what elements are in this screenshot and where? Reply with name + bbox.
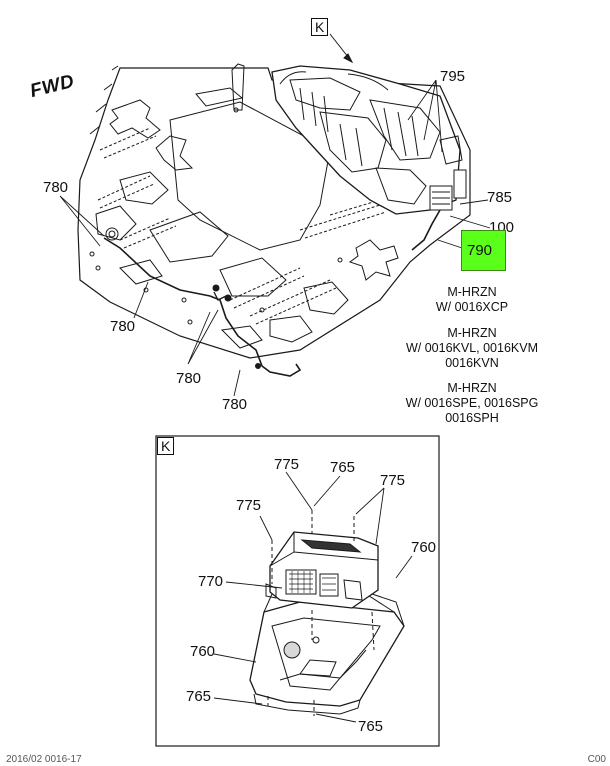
callout-780-a: 780 — [43, 179, 69, 196]
note-line: 0016KVN — [445, 356, 499, 370]
floor-pan-drawing — [59, 33, 491, 397]
callout-770: 770 — [198, 573, 224, 590]
callout-775-c: 775 — [236, 497, 262, 514]
callout-785: 785 — [487, 189, 513, 206]
note-xcp: M-HRZN W/ 0016XCP — [412, 285, 532, 315]
callout-780-d: 780 — [222, 396, 248, 413]
callout-760-a: 760 — [411, 539, 437, 556]
note-line: M-HRZN — [447, 285, 497, 299]
callout-790: 790 — [467, 242, 493, 259]
footer-left: 2016/02 0016-17 — [6, 754, 82, 765]
view-k-tag: K — [311, 18, 329, 36]
detail-k-frame — [155, 435, 440, 747]
note-line: M-HRZN — [447, 326, 497, 340]
callout-775-b: 775 — [380, 472, 406, 489]
note-line: 0016SPH — [445, 411, 499, 425]
module-assembly-drawing — [271, 65, 467, 215]
callout-780-c: 780 — [176, 370, 202, 387]
callout-775-a: 775 — [274, 456, 300, 473]
callout-765-b: 765 — [186, 688, 212, 705]
callout-765-c: 765 — [358, 718, 384, 735]
note-line: M-HRZN — [447, 381, 497, 395]
note-line: W/ 0016SPE, 0016SPG — [405, 396, 539, 410]
callout-795: 795 — [440, 68, 466, 85]
callout-780-b: 780 — [110, 318, 136, 335]
detail-k-tag: K — [157, 437, 175, 455]
callout-790-highlight: 790 — [461, 230, 506, 271]
note-line: W/ 0016KVL, 0016KVM — [405, 341, 539, 355]
callout-760-b: 760 — [190, 643, 216, 660]
footer-right: C00 — [587, 754, 606, 765]
callout-765-a: 765 — [330, 459, 356, 476]
note-line: W/ 0016XCP — [435, 300, 509, 314]
note-kv: M-HRZN W/ 0016KVL, 0016KVM 0016KVN — [392, 326, 552, 371]
note-sp: M-HRZN W/ 0016SPE, 0016SPG 0016SPH — [392, 381, 552, 426]
detail-k-drawing — [213, 471, 413, 723]
